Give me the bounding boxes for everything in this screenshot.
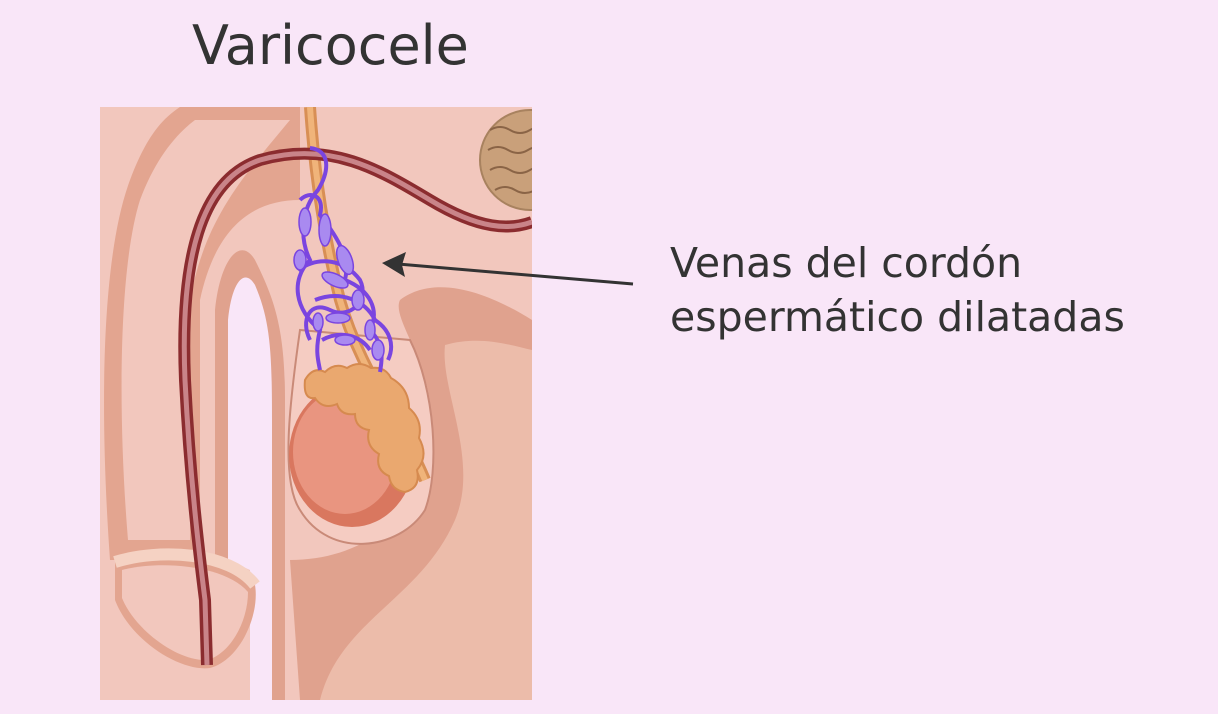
epididymis	[303, 363, 425, 494]
rectum-content	[479, 109, 532, 211]
annotation-line-2: espermático dilatadas	[670, 293, 1125, 341]
annotation-label: Venas del cordón espermático dilatadas	[670, 236, 1125, 344]
thigh-inner	[320, 340, 532, 700]
arrowhead-icon	[382, 252, 406, 277]
diagram-title: Varicocele	[192, 14, 469, 77]
annotation-line-1: Venas del cordón	[670, 239, 1023, 287]
background-gap	[228, 277, 272, 700]
annotation-arrow	[397, 262, 634, 286]
